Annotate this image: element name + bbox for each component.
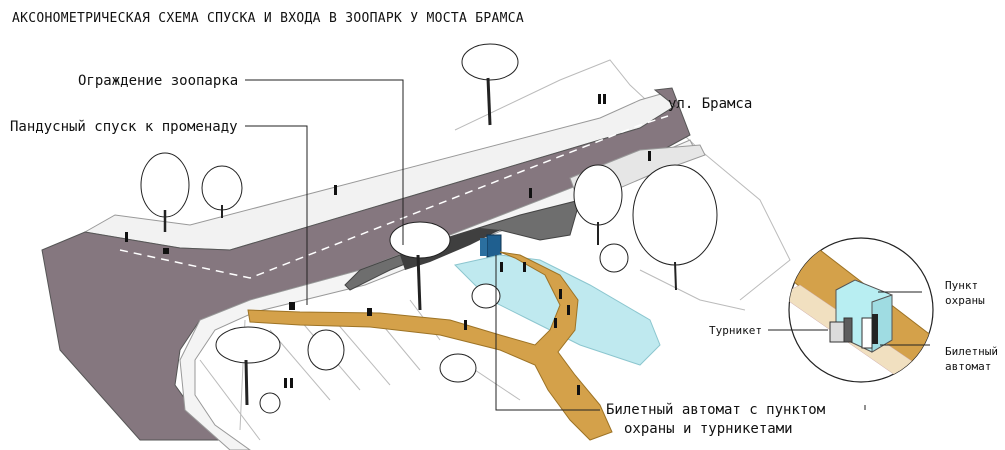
- label-street: ул. Брамса: [668, 96, 752, 112]
- label-ramp: Пандусный спуск к променаду: [10, 119, 238, 135]
- detail-machine-2: автомат: [945, 360, 991, 373]
- road-centerline: [119, 115, 669, 279]
- ticket-machine-block: [861, 317, 873, 349]
- tree-lower-1: [215, 326, 281, 406]
- bridge-arch-dark: [400, 228, 500, 270]
- label-fence: Ограждение зоопарка: [78, 73, 238, 89]
- turnstile-block: [829, 321, 845, 343]
- tree-path-1: [471, 283, 501, 309]
- leader-lines: [245, 79, 866, 411]
- entrance-kiosk: [486, 234, 502, 258]
- tree-lower-2: [307, 329, 345, 371]
- tree-mid: [389, 221, 451, 311]
- detail-guard-1: Пункт: [945, 279, 978, 292]
- detail-turnstile: Турникет: [709, 324, 762, 337]
- tree-right-3: [599, 243, 629, 273]
- ramp-path: [247, 251, 613, 441]
- label-ticket-2: охраны и турникетами: [624, 421, 793, 437]
- tree-lower-3: [439, 353, 477, 383]
- tree-top: [461, 43, 519, 126]
- tree-right-2: [632, 164, 718, 291]
- detail-guard-2: охраны: [945, 294, 985, 307]
- tree-lower-4: [259, 392, 281, 414]
- detail-machine-1: Билетный: [945, 345, 998, 358]
- people: [125, 94, 651, 395]
- label-ticket-1: Билетный автомат с пунктом: [606, 402, 826, 418]
- diagram-title: АКСОНОМЕТРИЧЕСКАЯ СХЕМА СПУСКА И ВХОДА В…: [12, 11, 524, 26]
- tree-left-2: [201, 165, 243, 218]
- detail-callout: [768, 237, 934, 383]
- tree-right-1: [573, 164, 623, 245]
- tree-left-1: [140, 152, 190, 232]
- trees: [140, 43, 718, 414]
